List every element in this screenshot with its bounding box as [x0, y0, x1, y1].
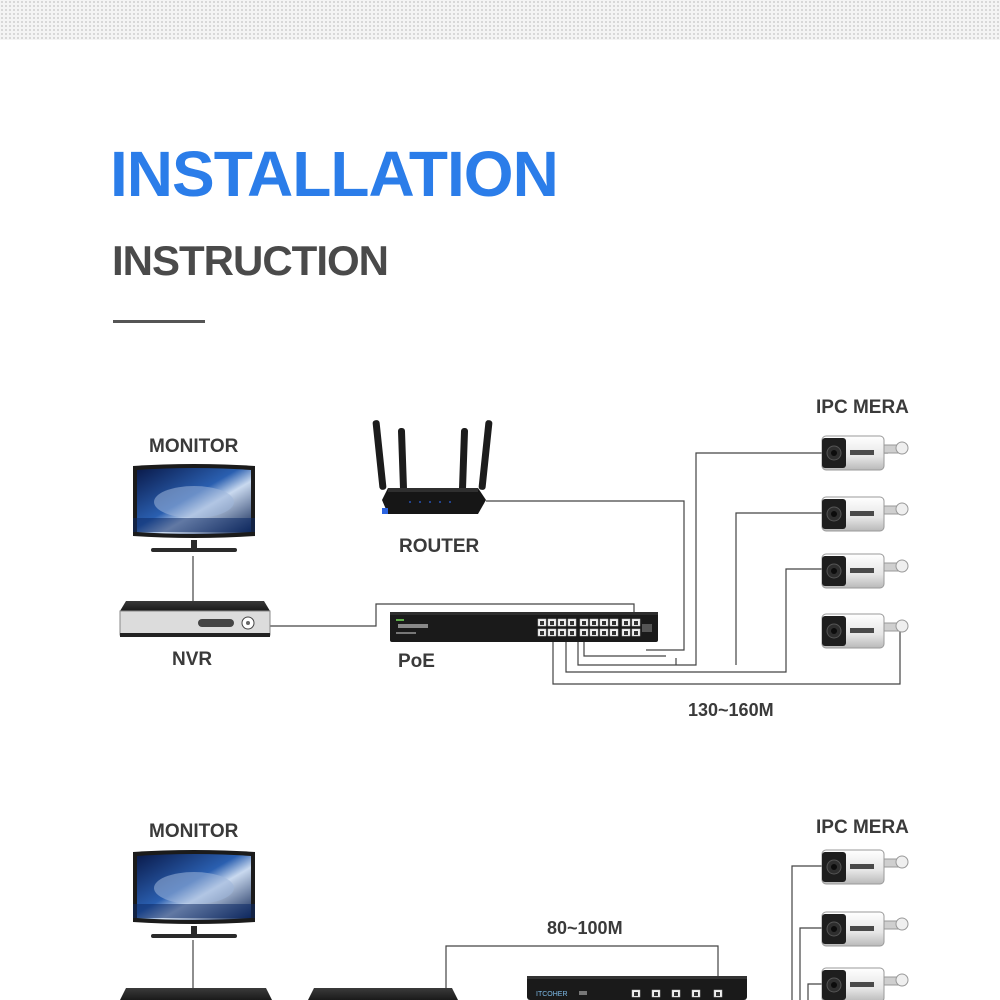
poe-label: PoE [398, 651, 435, 672]
camera-2 [821, 496, 909, 532]
title-underline [113, 320, 205, 323]
extender-device [308, 988, 458, 1000]
camera-4 [821, 613, 909, 649]
page-title: INSTALLATION [110, 138, 559, 210]
monitor-1 [133, 464, 255, 552]
monitor-2 [133, 850, 255, 938]
camera-5 [821, 849, 909, 885]
monitor-label-1: MONITOR [149, 436, 239, 457]
switch-brand-text: ITCOHER [536, 991, 568, 998]
distance-label-1: 130~160M [688, 700, 774, 720]
nvr-device-2 [120, 988, 272, 1000]
monitor-label-2: MONITOR [149, 821, 239, 842]
page-subtitle: INSTRUCTION [112, 237, 389, 284]
camera-7 [821, 967, 909, 1000]
camera-1 [821, 435, 909, 471]
camera-6 [821, 911, 909, 947]
distance-label-2: 80~100M [547, 918, 623, 938]
router [372, 420, 493, 514]
diagram1-wires [192, 452, 901, 685]
poe-switch-2: ITCOHER [527, 976, 747, 1000]
poe-switch [390, 612, 658, 642]
camera-label-1: IPC MERA [816, 397, 909, 418]
camera-label-2: IPC MERA [816, 817, 909, 838]
nvr-device [119, 600, 271, 638]
nvr-label: NVR [172, 649, 213, 670]
camera-3 [821, 553, 909, 589]
router-label: ROUTER [399, 536, 480, 557]
dotted-top-band [0, 0, 1000, 40]
